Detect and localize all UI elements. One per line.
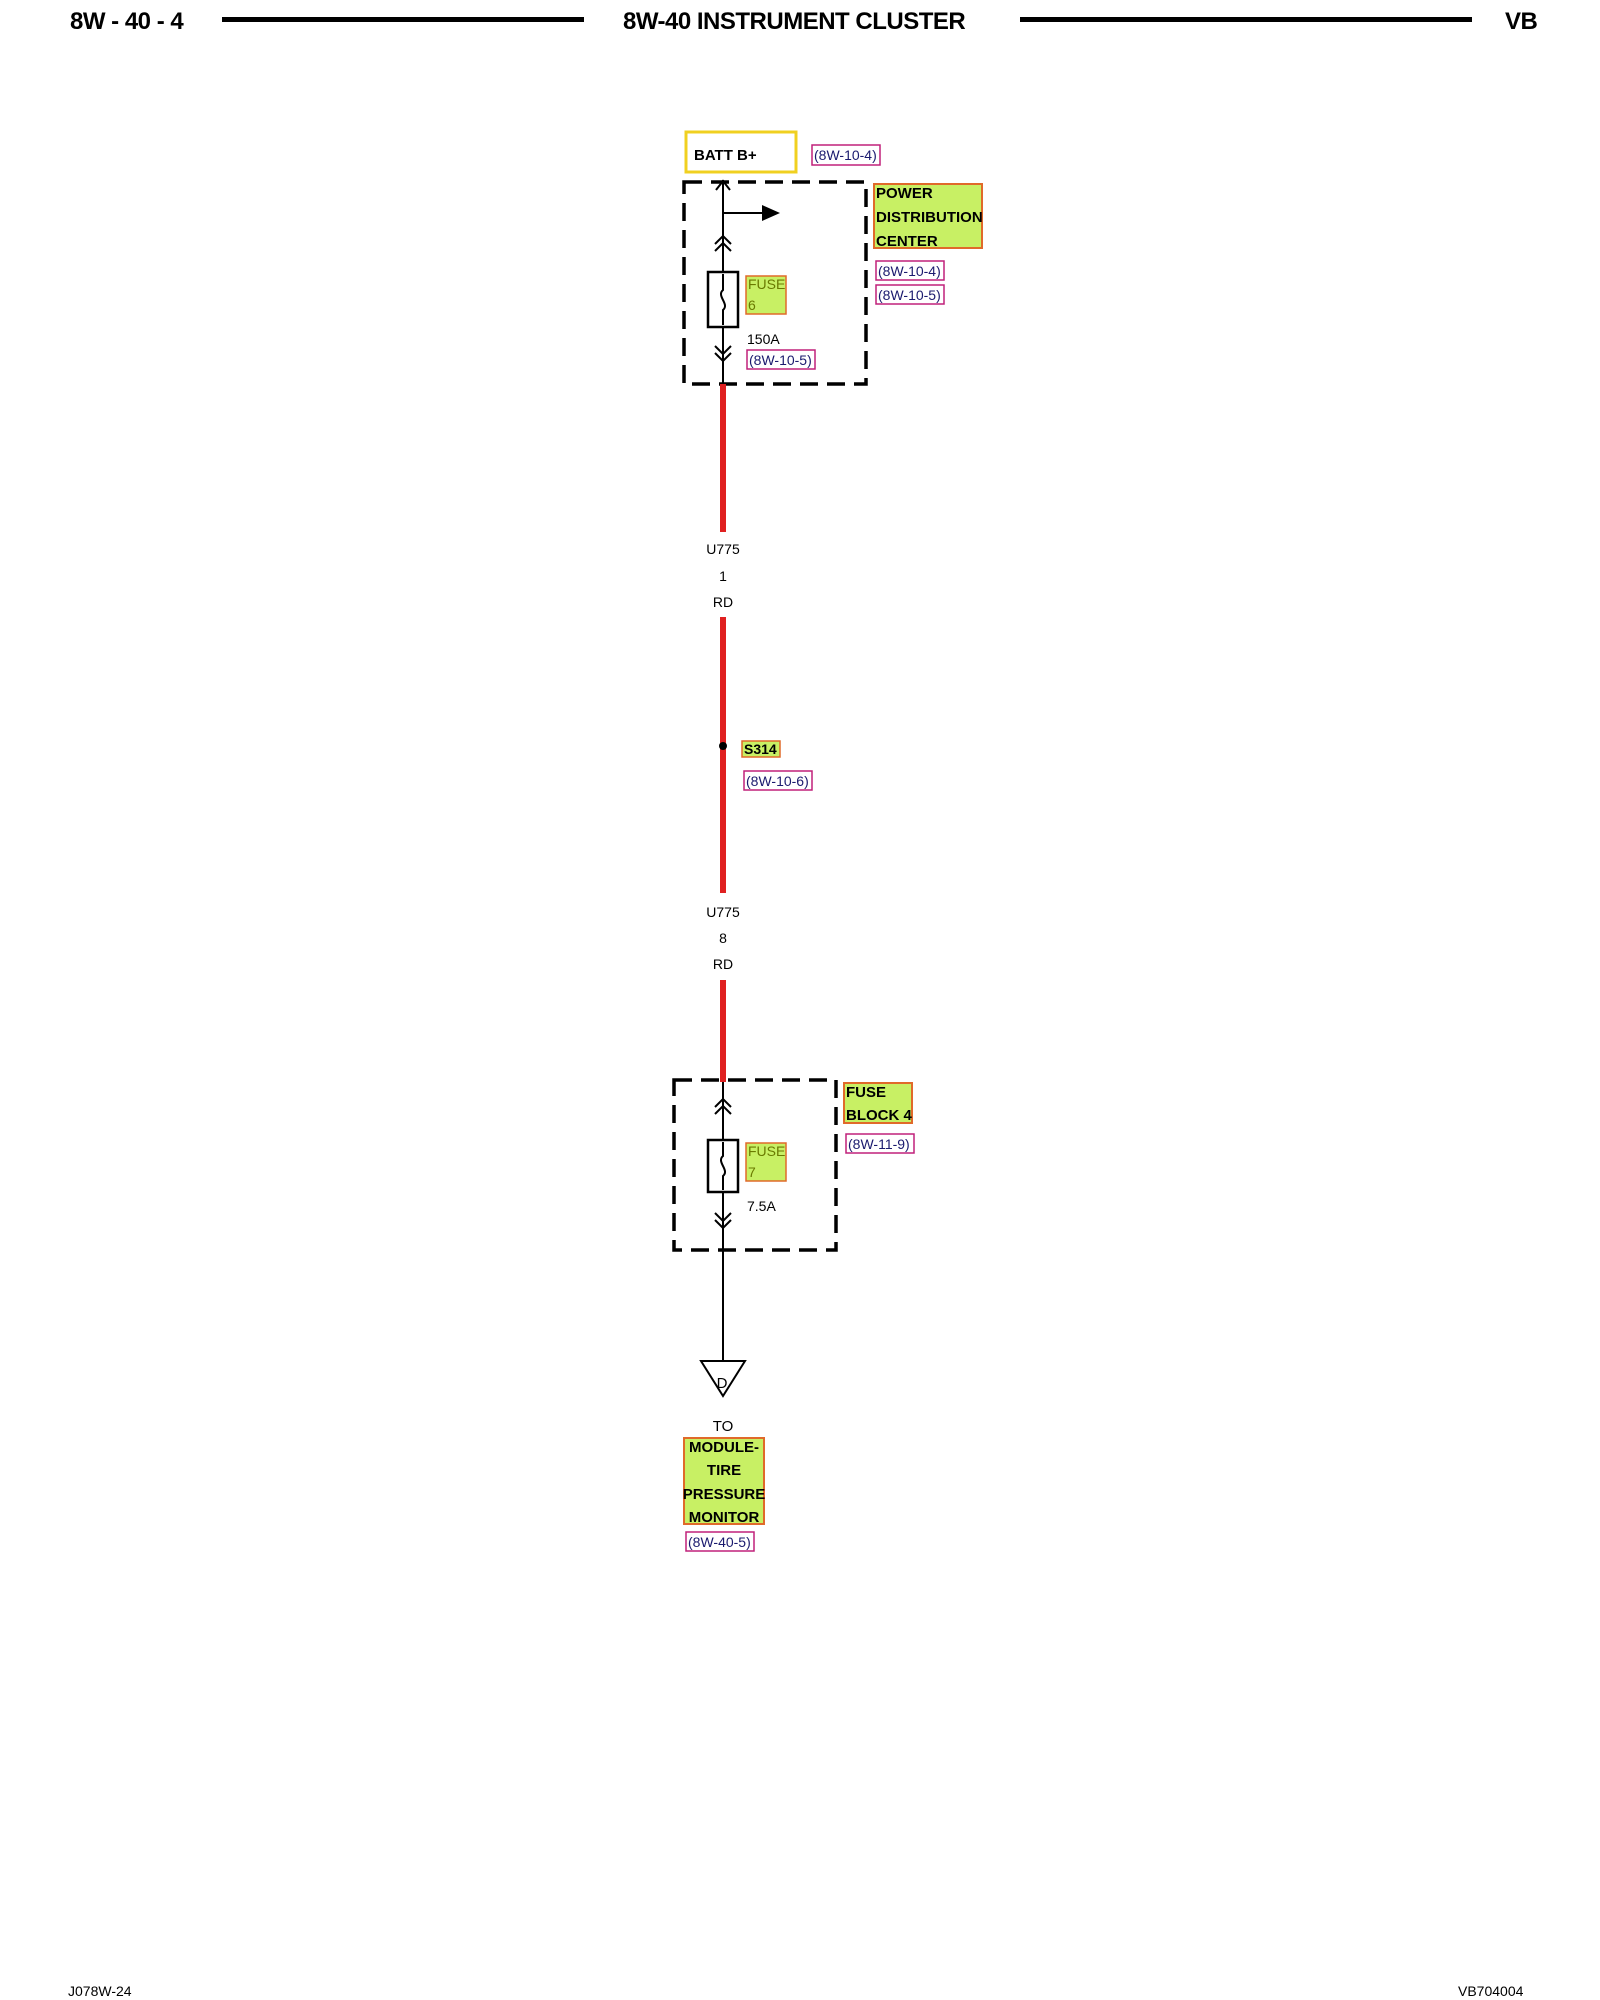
splice-ref-box[interactable] [743, 770, 813, 791]
fuse-6-ref-box[interactable] [746, 349, 816, 370]
pdc-top-arrow [715, 179, 731, 191]
splice-id: S314 [744, 741, 777, 757]
pdc-chevron-lower-2 [714, 352, 732, 363]
pdc-ref-box-2[interactable] [875, 284, 945, 305]
fb-chevron-lower-1 [714, 1212, 732, 1223]
fuse-7-word: FUSE [748, 1143, 785, 1159]
destination-line-2: TIRE [707, 1462, 741, 1479]
fuse-7-number: 7 [748, 1164, 756, 1180]
fuse-6-element [720, 274, 726, 325]
connector-2-pin: 8 [719, 930, 727, 946]
fb-chevron-upper-2 [714, 1104, 732, 1115]
batt-box[interactable] [684, 130, 798, 174]
destination-triangle[interactable] [699, 1360, 747, 1398]
pdc-chevron-upper-2 [714, 241, 732, 252]
destination-line-4: MONITOR [689, 1509, 760, 1526]
pdc-chevron-lower-1 [714, 345, 732, 356]
header-rule-left [222, 17, 584, 22]
pdc-label-box[interactable] [873, 183, 983, 249]
fb-chevron-lower-2 [714, 1219, 732, 1230]
batt-ref-box[interactable] [811, 144, 881, 166]
fuse-block-4-label-box[interactable] [843, 1082, 913, 1124]
fuse-7-rating: 7.5A [747, 1198, 776, 1214]
splice-label-box[interactable] [741, 740, 781, 758]
destination-line-3: PRESSURE [683, 1486, 766, 1503]
page-title: 8W-40 INSTRUMENT CLUSTER [623, 8, 966, 35]
fuse-block-4-line-1: FUSE [846, 1084, 886, 1101]
pdc-label-line-2: DISTRIBUTION [876, 209, 983, 226]
destination-ref: (8W-40-5) [688, 1534, 751, 1550]
fuse-7-element [720, 1142, 726, 1190]
destination-to-label: TO [713, 1418, 734, 1435]
batt-label: BATT B+ [694, 147, 757, 164]
footer-right-code: VB704004 [1458, 1983, 1524, 1999]
fuse-block-4-boundary [672, 1078, 838, 1252]
connector-1-id: U775 [706, 541, 740, 557]
fuse-7-label-box[interactable] [745, 1142, 787, 1182]
fuse-block-4-line-2: BLOCK 4 [846, 1107, 912, 1124]
pdc-branch-arrowhead [762, 205, 780, 221]
connector-2-id: U775 [706, 904, 740, 920]
destination-label-box[interactable] [683, 1437, 765, 1525]
destination-symbol: D [717, 1375, 728, 1392]
pdc-ref-box-1[interactable] [875, 260, 945, 281]
splice-s314-dot[interactable] [719, 742, 727, 750]
destination-ref-box[interactable] [685, 1531, 755, 1552]
connector-1-pin: 1 [719, 568, 727, 584]
fuse-6-label-box[interactable] [745, 275, 787, 315]
pdc-label-line-3: CENTER [876, 233, 938, 250]
fuse-6-ref: (8W-10-5) [749, 352, 812, 368]
fuse-block-4-ref: (8W-11-9) [848, 1136, 910, 1152]
pdc-boundary [682, 180, 868, 386]
connector-1-color: RD [713, 594, 733, 610]
page-ref: 8W - 40 - 4 [70, 8, 184, 35]
pdc-chevron-upper-1 [714, 234, 732, 245]
splice-ref: (8W-10-6) [746, 773, 809, 789]
header-rule-right [1020, 17, 1472, 22]
destination-line-1: MODULE- [689, 1439, 759, 1456]
footer-left-code: J078W-24 [68, 1983, 132, 1999]
batt-ref: (8W-10-4) [814, 147, 877, 163]
fuse-6-word: FUSE [748, 276, 785, 292]
fuse-6-rating: 150A [747, 331, 780, 347]
fb-chevron-upper-1 [714, 1097, 732, 1108]
pdc-ref-1: (8W-10-4) [878, 263, 941, 279]
pdc-label-line-1: POWER [876, 185, 933, 202]
fuse-6-number: 6 [748, 297, 756, 313]
fuse-block-4-ref-box[interactable] [845, 1133, 915, 1154]
connector-2-color: RD [713, 956, 733, 972]
model-code: VB [1505, 8, 1538, 35]
pdc-ref-2: (8W-10-5) [878, 287, 941, 303]
